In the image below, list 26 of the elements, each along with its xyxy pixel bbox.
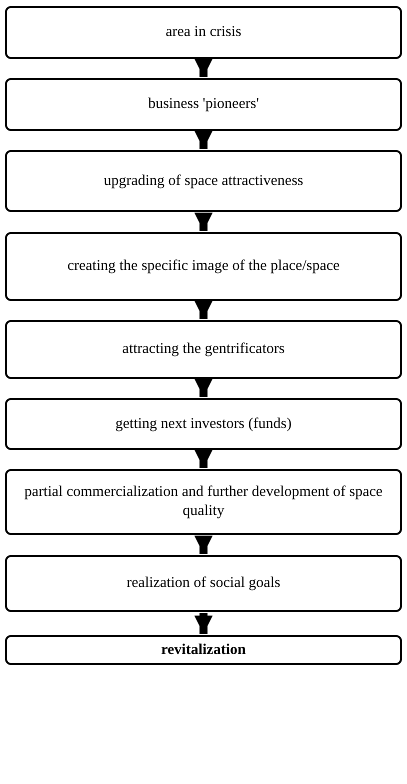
box-text: getting next investors (funds): [115, 414, 292, 434]
arrow: [194, 613, 213, 634]
process-box: [5, 78, 402, 131]
arrow: [194, 58, 213, 77]
box-text: realization of social goals: [126, 574, 280, 593]
arrow: [194, 536, 213, 554]
box-text: creating the specific image of the place/space: [67, 257, 340, 276]
box-text: business 'pioneers': [148, 95, 259, 114]
process-box: [5, 6, 402, 59]
box-text: partial commercialization and further development of space quality: [23, 483, 384, 521]
arrow: [194, 300, 213, 319]
process-box: [5, 150, 402, 212]
box-text: revitalization: [161, 640, 246, 660]
process-box: [5, 398, 402, 450]
process-box: [5, 232, 402, 301]
arrow: [194, 450, 213, 468]
process-box: [5, 469, 402, 535]
box-text: attracting the gentrificators: [122, 340, 285, 359]
arrow: [194, 130, 213, 149]
process-box: [5, 555, 402, 612]
box-text: area in crisis: [166, 23, 242, 42]
box-text: upgrading of space attractiveness: [104, 172, 304, 190]
process-box: [5, 635, 402, 665]
arrow: [194, 212, 213, 231]
process-box: [5, 320, 402, 379]
arrow: [194, 378, 213, 397]
